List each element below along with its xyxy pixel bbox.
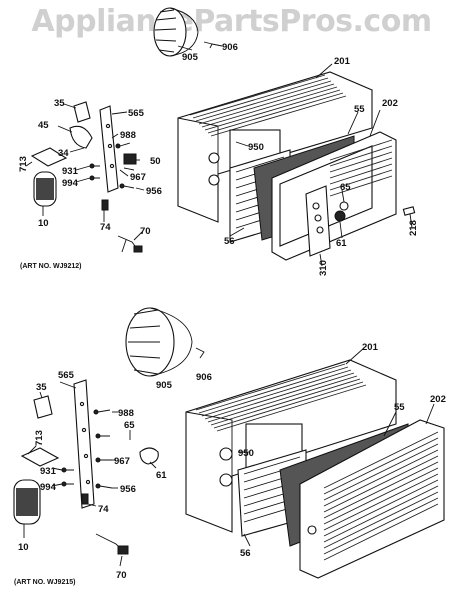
label-70: 70	[140, 226, 151, 237]
label-45: 45	[38, 120, 49, 131]
label-35: 35	[54, 98, 65, 109]
label-65: 65	[340, 182, 351, 193]
art-number-bottom: (ART NO. WJ9215)	[14, 579, 75, 586]
control-plate-top	[305, 185, 331, 257]
bracket-565-top	[99, 105, 119, 193]
label-906: 906	[196, 372, 212, 383]
cord-70-bottom	[95, 533, 129, 555]
label-201: 201	[362, 342, 379, 353]
badge-218-top	[402, 206, 416, 216]
label-74: 74	[98, 504, 109, 515]
label-70: 70	[116, 570, 127, 581]
label-988: 988	[118, 408, 134, 419]
label-994: 994	[40, 482, 57, 493]
label-56: 56	[224, 236, 235, 247]
bracket-565-bottom	[73, 379, 95, 509]
leader-lines-top	[25, 43, 413, 267]
label-34: 34	[58, 148, 69, 159]
label-905: 905	[156, 380, 173, 391]
fan-shroud-bottom	[125, 307, 193, 377]
relay-50-top	[123, 153, 137, 165]
label-565: 565	[58, 370, 75, 381]
knob-61-bottom	[139, 447, 159, 465]
screws-bottom	[61, 409, 113, 489]
label-967: 967	[130, 172, 146, 183]
label-201: 201	[334, 56, 351, 67]
label-931: 931	[62, 166, 79, 177]
bottom-assembly: 905 906 201 565 35 988 65 55 202 713 950…	[13, 307, 446, 586]
label-10: 10	[18, 542, 29, 553]
capacitor-10-top	[33, 171, 57, 207]
label-50: 50	[150, 156, 161, 167]
label-202: 202	[382, 98, 398, 109]
switch-35-bottom	[33, 395, 53, 419]
label-310: 310	[318, 260, 329, 276]
label-713: 713	[18, 156, 29, 172]
label-10: 10	[38, 218, 49, 229]
capacitor-10-bottom	[13, 479, 41, 525]
label-74: 74	[100, 222, 111, 233]
knob-65-top	[339, 201, 349, 211]
label-55: 55	[394, 402, 405, 413]
label-202: 202	[430, 394, 446, 405]
label-56: 56	[240, 548, 251, 559]
top-assembly: 905 906 201 35 565 45 988 34 950 55 202 …	[18, 7, 419, 276]
label-55: 55	[354, 104, 365, 115]
label-994: 994	[62, 178, 79, 189]
knob-61-top	[334, 210, 346, 222]
label-988: 988	[120, 130, 136, 141]
label-956: 956	[146, 186, 162, 197]
fan-shroud-top	[153, 7, 199, 57]
leader-lines-bottom	[23, 347, 435, 567]
label-906: 906	[222, 42, 238, 53]
clip-906-top	[203, 41, 213, 49]
label-35: 35	[36, 382, 47, 393]
label-713: 713	[34, 430, 45, 446]
clip-74-top	[101, 199, 109, 211]
art-number-top: (ART NO. WJ9212)	[20, 263, 81, 270]
label-65: 65	[124, 420, 135, 431]
label-967: 967	[114, 456, 130, 467]
label-956: 956	[120, 484, 136, 495]
label-950: 950	[238, 448, 254, 459]
label-950: 950	[248, 142, 264, 153]
clip-906-bottom	[195, 347, 205, 359]
label-905: 905	[182, 52, 199, 63]
label-218: 218	[408, 220, 419, 236]
watermark: AppliancePartsPros.com	[31, 4, 432, 39]
capacitor-strap-713-bottom	[20, 447, 60, 467]
screws-top	[89, 142, 135, 189]
cord-70-top	[117, 235, 143, 253]
front-grille-bottom	[299, 419, 445, 579]
thermostat-45-top	[69, 125, 93, 149]
capacitor-strap-713-top	[30, 147, 68, 167]
label-565: 565	[128, 108, 145, 119]
label-61: 61	[336, 238, 347, 249]
label-931: 931	[40, 466, 57, 477]
switch-35-top	[73, 101, 91, 123]
clip-74-bottom	[81, 493, 89, 505]
label-61: 61	[156, 470, 167, 481]
